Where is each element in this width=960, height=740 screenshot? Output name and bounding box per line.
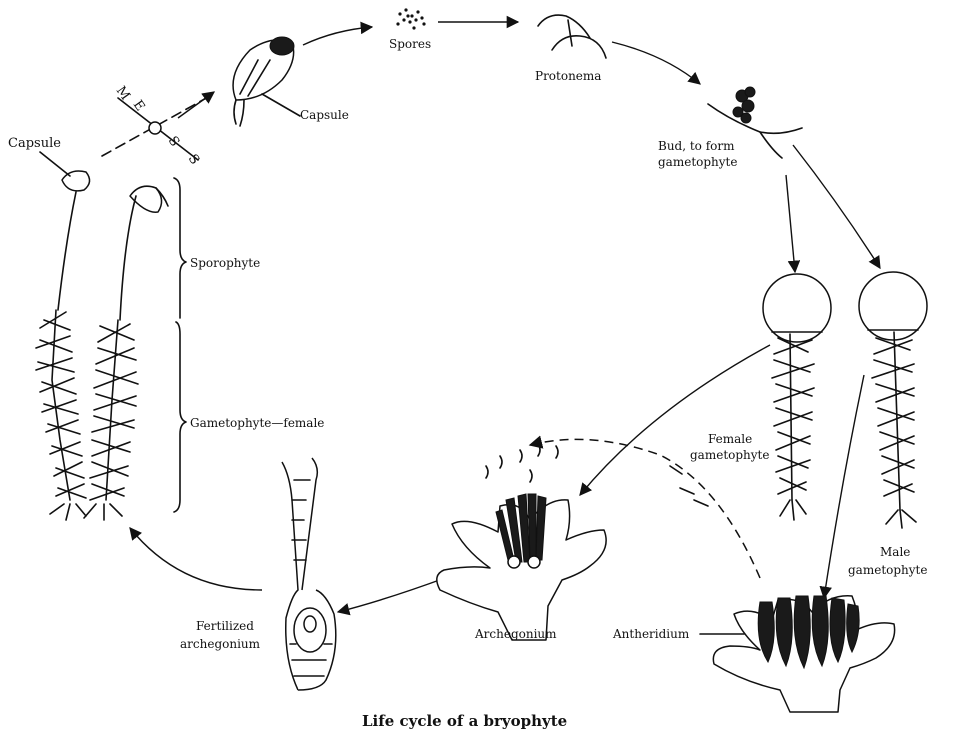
label-fertilized-line1: Fertilized — [196, 619, 254, 633]
label-spores: Spores — [389, 37, 431, 51]
arrow-protonema-to-bud — [611, 41, 701, 85]
diagram-title: Life cycle of a bryophyte — [362, 712, 567, 730]
arrow-to-capsule — [177, 91, 216, 119]
label-male-gametophyte-line2: gametophyte — [848, 563, 927, 577]
label-antheridium: Antheridium — [612, 627, 690, 641]
bud-illustration — [707, 86, 803, 159]
compass-s2: S — [185, 152, 202, 168]
capsule-illustration — [232, 36, 301, 127]
compass-e: E — [130, 98, 148, 114]
female-gametophyte — [762, 273, 832, 521]
label-capsule-top: Capsule — [300, 108, 349, 122]
arrow-female-to-archegonium — [579, 344, 771, 496]
arrow-fertilized-to-sporophyte — [129, 527, 263, 591]
label-female-gametophyte-line1: Female — [708, 432, 752, 446]
male-gametophyte — [858, 271, 928, 529]
cycle-arrows — [129, 15, 881, 616]
label-male-gametophyte-line1: Male — [880, 545, 910, 559]
label-female-gametophyte-line2: gametophyte — [690, 448, 769, 462]
label-bud-line2: gametophyte — [658, 155, 737, 169]
compass-m: M — [113, 84, 133, 104]
sporophyte-plants — [35, 170, 169, 521]
archegonium-illustration — [436, 443, 709, 641]
label-archegonium: Archegonium — [474, 627, 557, 641]
labels: Capsule Capsule Spores Protonema Bud, to… — [8, 37, 927, 730]
label-sporophyte: Sporophyte — [190, 256, 260, 270]
arrow-male-to-antheridium — [819, 374, 865, 600]
fertilized-archegonium — [281, 457, 337, 691]
spores-cluster — [396, 8, 426, 30]
arrow-bud-to-female — [785, 174, 801, 274]
arrow-bud-to-male — [792, 144, 881, 270]
label-bud-line1: Bud, to form — [658, 139, 735, 153]
arrow-archegonium-to-fertilized — [336, 577, 446, 616]
protonema-illustration — [537, 14, 607, 59]
label-fertilized-line2: archegonium — [180, 637, 261, 651]
antheridium-illustration — [712, 595, 896, 713]
label-gametophyte-female: Gametophyte—female — [190, 416, 324, 430]
stage-bracket — [173, 177, 187, 513]
arrow-capsule-to-spores — [302, 21, 374, 46]
meiosis-compass: M E S S — [101, 84, 211, 168]
label-protonema: Protonema — [535, 69, 601, 83]
label-capsule-left: Capsule — [8, 136, 61, 151]
